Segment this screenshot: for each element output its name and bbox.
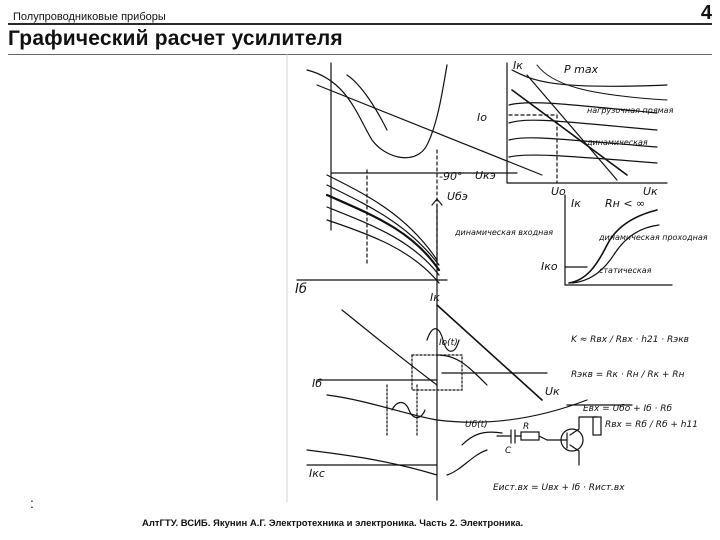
footer-marker: : <box>30 495 34 511</box>
slide-title: Графический расчет усилителя <box>8 27 343 50</box>
label-is-bottom: Iб <box>312 377 322 390</box>
label-uk-bottom: Uк <box>545 385 560 398</box>
slide-header: Полупроводниковые приборы 4 <box>8 2 714 26</box>
circuit-c: C <box>505 446 512 456</box>
load-line-top <box>511 89 628 176</box>
note-input-dynamic: динамическая входная <box>454 228 553 237</box>
label-rn: Rн < ∞ <box>605 197 645 210</box>
formula-k: K ≈ Rвх / Rвх · h21 · Rэкв <box>571 335 689 345</box>
circuit-r: R <box>523 422 529 432</box>
note-curve-dynamic: динамическая <box>586 138 648 147</box>
note-transfer-dynamic: динамическая проходная <box>598 233 708 242</box>
load-line-bottom <box>436 304 543 401</box>
label-io: Iо <box>477 111 487 124</box>
label-uke: Uкэ <box>475 169 496 182</box>
note-transfer-static: статическая <box>599 266 652 275</box>
label-ik-top: Iк <box>513 59 523 72</box>
subject-label: Полупроводниковые приборы <box>13 11 166 23</box>
label-deg90: -90° <box>439 170 462 183</box>
curve-top-left <box>306 64 448 159</box>
label-is-left: Iб <box>295 282 307 297</box>
diagram-canvas: P max Iк Iо Uо Uк Rн < ∞ Uбэ Uкэ -90° Iк… <box>286 54 708 503</box>
label-pmax: P max <box>564 63 599 76</box>
label-iko: Iко <box>541 260 558 273</box>
footer-citation: АлтГТУ. ВСИБ. Якунин А.Г. Электротехника… <box>142 518 524 529</box>
handwritten-diagram: P max Iк Iо Uо Uк Rн < ∞ Uбэ Uкэ -90° Iк… <box>286 54 708 503</box>
label-ik-mid: Iк <box>571 197 581 210</box>
header-rule <box>8 23 712 25</box>
formula-ebx: Eвх = Uбо + Iб · Rб <box>583 404 673 414</box>
label-uk: Uк <box>643 185 658 198</box>
label-uo: Uо <box>551 185 566 198</box>
label-iot: Iо(t) <box>439 338 458 348</box>
label-ikc: Iкс <box>309 467 325 480</box>
formula-rbx: Rвх = Rб / Rб + h11 <box>605 420 698 430</box>
title-rule <box>8 54 712 55</box>
note-curve-static: нагрузочная прямая <box>587 106 674 115</box>
formula-eist: Eист.вх = Uвх + Iб · Rист.вх <box>493 483 625 493</box>
label-ik-bottom: Iк <box>430 291 440 304</box>
page-number: 4 <box>700 2 712 24</box>
label-ubt: Uб(t) <box>465 420 488 430</box>
formula-rekv: Rэкв = Rк · Rн / Rк + Rн <box>571 370 685 380</box>
label-ubo: Uбэ <box>447 190 468 203</box>
load-line-upper <box>316 84 543 176</box>
